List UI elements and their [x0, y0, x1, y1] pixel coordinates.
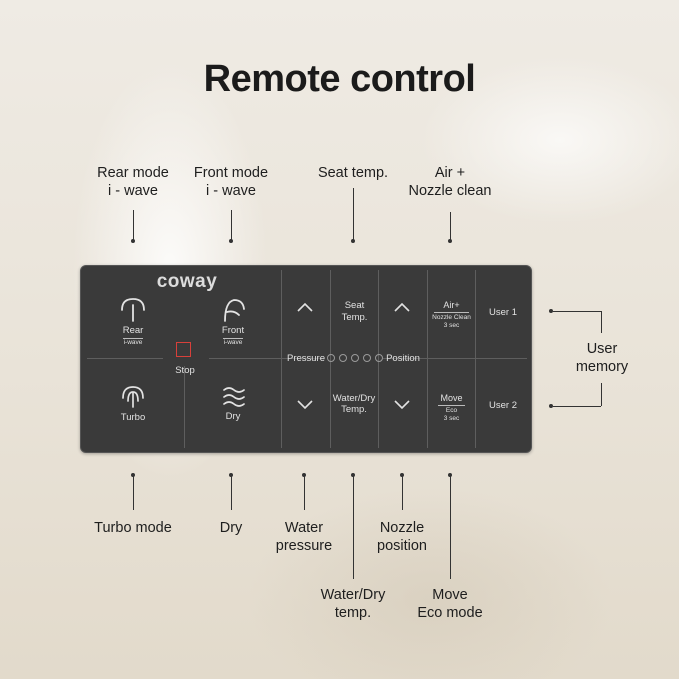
leader-dot [448, 239, 452, 243]
leader-water-dry-temp [353, 475, 354, 579]
leader-user-bracket-bottom [601, 383, 602, 406]
turbo-button[interactable]: Turbo [97, 382, 169, 432]
callout-seat-temp: Seat temp. [317, 165, 389, 181]
front-button[interactable]: Front i-wave [197, 292, 269, 352]
eco-label: Eco [445, 407, 458, 414]
pressure-label: Pressure [286, 353, 325, 364]
air-label: Air+ [443, 300, 460, 310]
rear-label: Rear [122, 325, 144, 336]
remote-panel: coway Rear i-wave Stop Front i-wave Turb… [80, 265, 532, 453]
divider [475, 270, 476, 448]
nozzle-clean-label: Nozzle Clean [432, 314, 471, 321]
callout-dry: Dry [219, 520, 243, 536]
divider [281, 358, 325, 359]
seat-temp-button[interactable]: Seat Temp. [331, 300, 378, 328]
three-sec-label: 3 sec [443, 415, 460, 422]
leader-rear-mode [133, 210, 134, 240]
front-spray-icon [224, 299, 245, 322]
position-label: Position [386, 353, 420, 364]
pressure-level-dot [339, 354, 347, 362]
brand-logo: coway [156, 271, 218, 292]
divider [209, 358, 281, 359]
divider [223, 338, 243, 339]
front-iwave-label: i-wave [223, 339, 243, 346]
pressure-level-dot [375, 354, 383, 362]
dry-waves-icon [223, 387, 245, 407]
position-up-button[interactable] [392, 301, 412, 313]
dry-button[interactable]: Dry [197, 382, 269, 432]
leader-move-eco [450, 475, 451, 579]
divider [87, 358, 163, 359]
callout-air-nozzle: Air +Nozzle clean [408, 165, 492, 199]
rear-iwave-label: i-wave [123, 339, 143, 346]
leader-user-bracket-top [601, 311, 602, 333]
leader-front-mode [231, 210, 232, 240]
leader-user1 [553, 311, 601, 312]
position-down-button[interactable] [392, 399, 412, 411]
divider [438, 405, 465, 406]
rear-button[interactable]: Rear i-wave [97, 292, 169, 352]
turbo-spray-icon [122, 386, 144, 408]
divider [123, 338, 143, 339]
turbo-label: Turbo [120, 412, 146, 423]
leader-dot [229, 239, 233, 243]
pressure-level-dot [363, 354, 371, 362]
leader-air-nozzle [450, 212, 451, 240]
pressure-up-button[interactable] [295, 301, 315, 313]
leader-seat-temp [353, 188, 354, 240]
divider [383, 358, 527, 359]
leader-dot [549, 404, 553, 408]
divider [434, 312, 469, 313]
divider [427, 270, 428, 448]
water-dry-temp-label-1: Water/Dry [332, 393, 376, 404]
leader-water-pressure [304, 475, 305, 510]
seat-temp-label-2: Temp. [341, 312, 368, 323]
callout-turbo-mode: Turbo mode [94, 520, 172, 536]
leader-dot [131, 239, 135, 243]
three-sec-label: 3 sec [443, 322, 460, 329]
leader-user2 [553, 406, 601, 407]
seat-temp-label-1: Seat [344, 300, 365, 311]
move-eco-button[interactable]: Move Eco 3 sec [428, 393, 475, 429]
leader-turbo [133, 475, 134, 510]
front-label: Front [221, 325, 245, 336]
stop-square-icon [176, 342, 191, 357]
leader-nozzle-position [402, 475, 403, 510]
page-title: Remote control [203, 58, 476, 100]
water-dry-temp-button[interactable]: Water/Dry Temp. [329, 393, 379, 421]
move-label: Move [440, 393, 463, 403]
user1-button[interactable]: User 1 [489, 307, 517, 318]
leader-dot [351, 239, 355, 243]
divider [184, 366, 185, 448]
pressure-down-button[interactable] [295, 399, 315, 411]
leader-dry [231, 475, 232, 510]
rear-spray-icon [121, 298, 145, 322]
pressure-level-dot [327, 354, 335, 362]
air-nozzle-clean-button[interactable]: Air+ Nozzle Clean 3 sec [428, 300, 475, 336]
dry-label: Dry [225, 411, 241, 422]
stop-label: Stop [175, 365, 195, 376]
divider [281, 270, 282, 448]
water-dry-temp-label-2: Temp. [341, 404, 367, 415]
user2-button[interactable]: User 2 [489, 400, 517, 411]
pressure-level-dot [351, 354, 359, 362]
stop-button[interactable]: Stop [165, 338, 205, 378]
leader-dot [549, 309, 553, 313]
